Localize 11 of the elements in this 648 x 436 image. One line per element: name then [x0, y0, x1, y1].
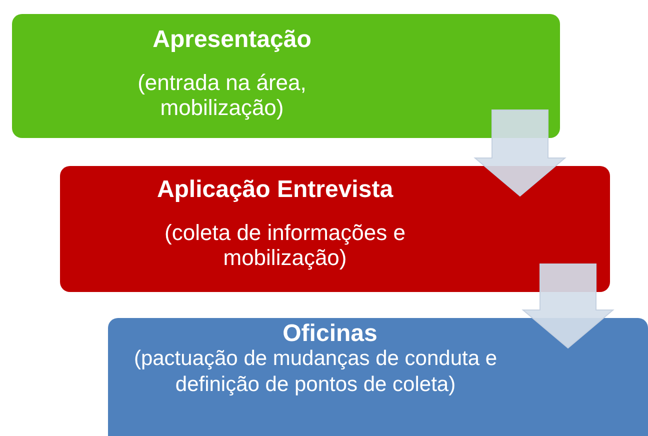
down-arrow — [474, 110, 566, 197]
box-title: Apresentação — [152, 26, 312, 54]
box-title: Aplicação Entrevista — [156, 176, 394, 204]
process-box — [108, 318, 648, 436]
box-description: (entrada na área, mobilização) — [136, 70, 308, 120]
box-description: (pactuação de mudanças de conduta e definição de pontos de coleta) — [133, 346, 498, 398]
process-box — [12, 14, 560, 138]
down-arrow — [522, 264, 614, 349]
box-title: Oficinas — [282, 320, 378, 348]
process-box — [60, 166, 610, 292]
box-description: (coleta de informações e mobilização) — [164, 220, 406, 270]
